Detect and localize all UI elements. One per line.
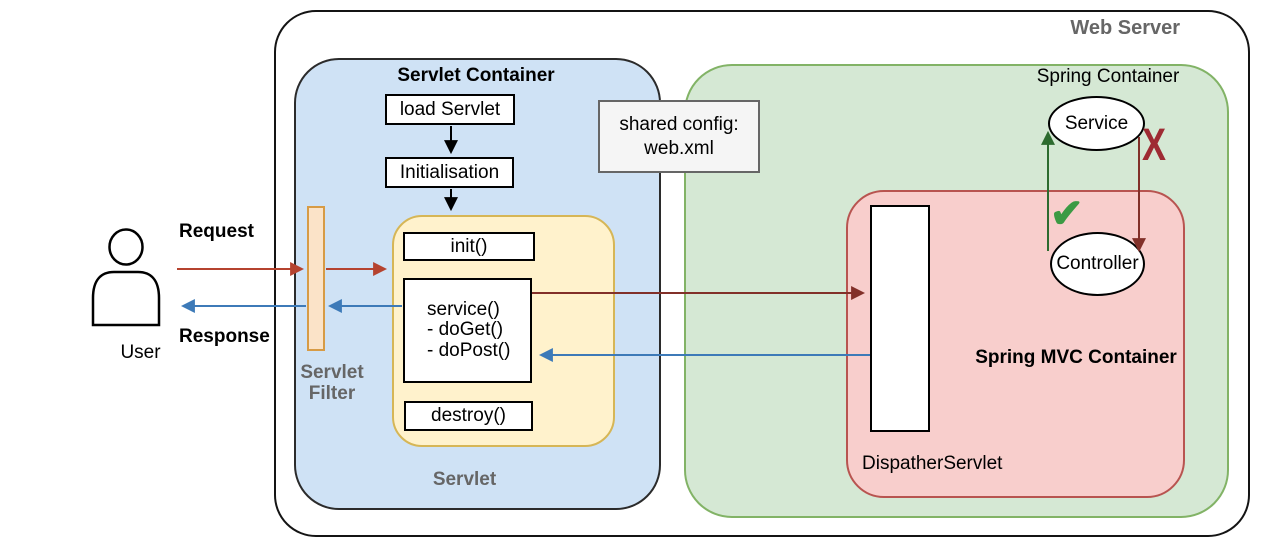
dispatcher-servlet-rect: [870, 205, 930, 432]
destroy-box: destroy(): [404, 401, 533, 431]
init-box: init(): [403, 232, 535, 261]
user-icon: [91, 228, 161, 327]
servlet-filter-bar: [307, 206, 325, 351]
response-label: Response: [179, 326, 270, 347]
x-icon: X: [1142, 119, 1167, 170]
servlet-label: Servlet: [432, 469, 497, 490]
doget-line: - doGet(): [427, 319, 504, 341]
controller-ellipse: Controller: [1050, 232, 1145, 296]
spring-mvc-container-title: Spring MVC Container: [975, 347, 1177, 368]
service-ellipse: Service: [1048, 96, 1145, 151]
user-label: User: [120, 342, 161, 363]
shared-config-box: shared config: web.xml: [598, 100, 760, 173]
web-server-title: Web Server: [1070, 17, 1180, 39]
initialisation-box: Initialisation: [385, 157, 514, 188]
servlet-filter-label: Servlet Filter: [300, 362, 364, 404]
servlet-container-title: Servlet Container: [397, 65, 555, 86]
load-servlet-box: load Servlet: [385, 94, 515, 125]
checkmark-icon: ✔: [1050, 192, 1084, 236]
spring-container-title: Spring Container: [1036, 66, 1180, 87]
dopost-line: - doPost(): [427, 339, 511, 361]
request-label: Request: [179, 221, 254, 242]
service-box: service() - doGet() - doPost(): [403, 278, 532, 383]
dispatcher-servlet-label: DispatherServlet: [862, 453, 1003, 474]
service-line: service(): [427, 298, 500, 320]
